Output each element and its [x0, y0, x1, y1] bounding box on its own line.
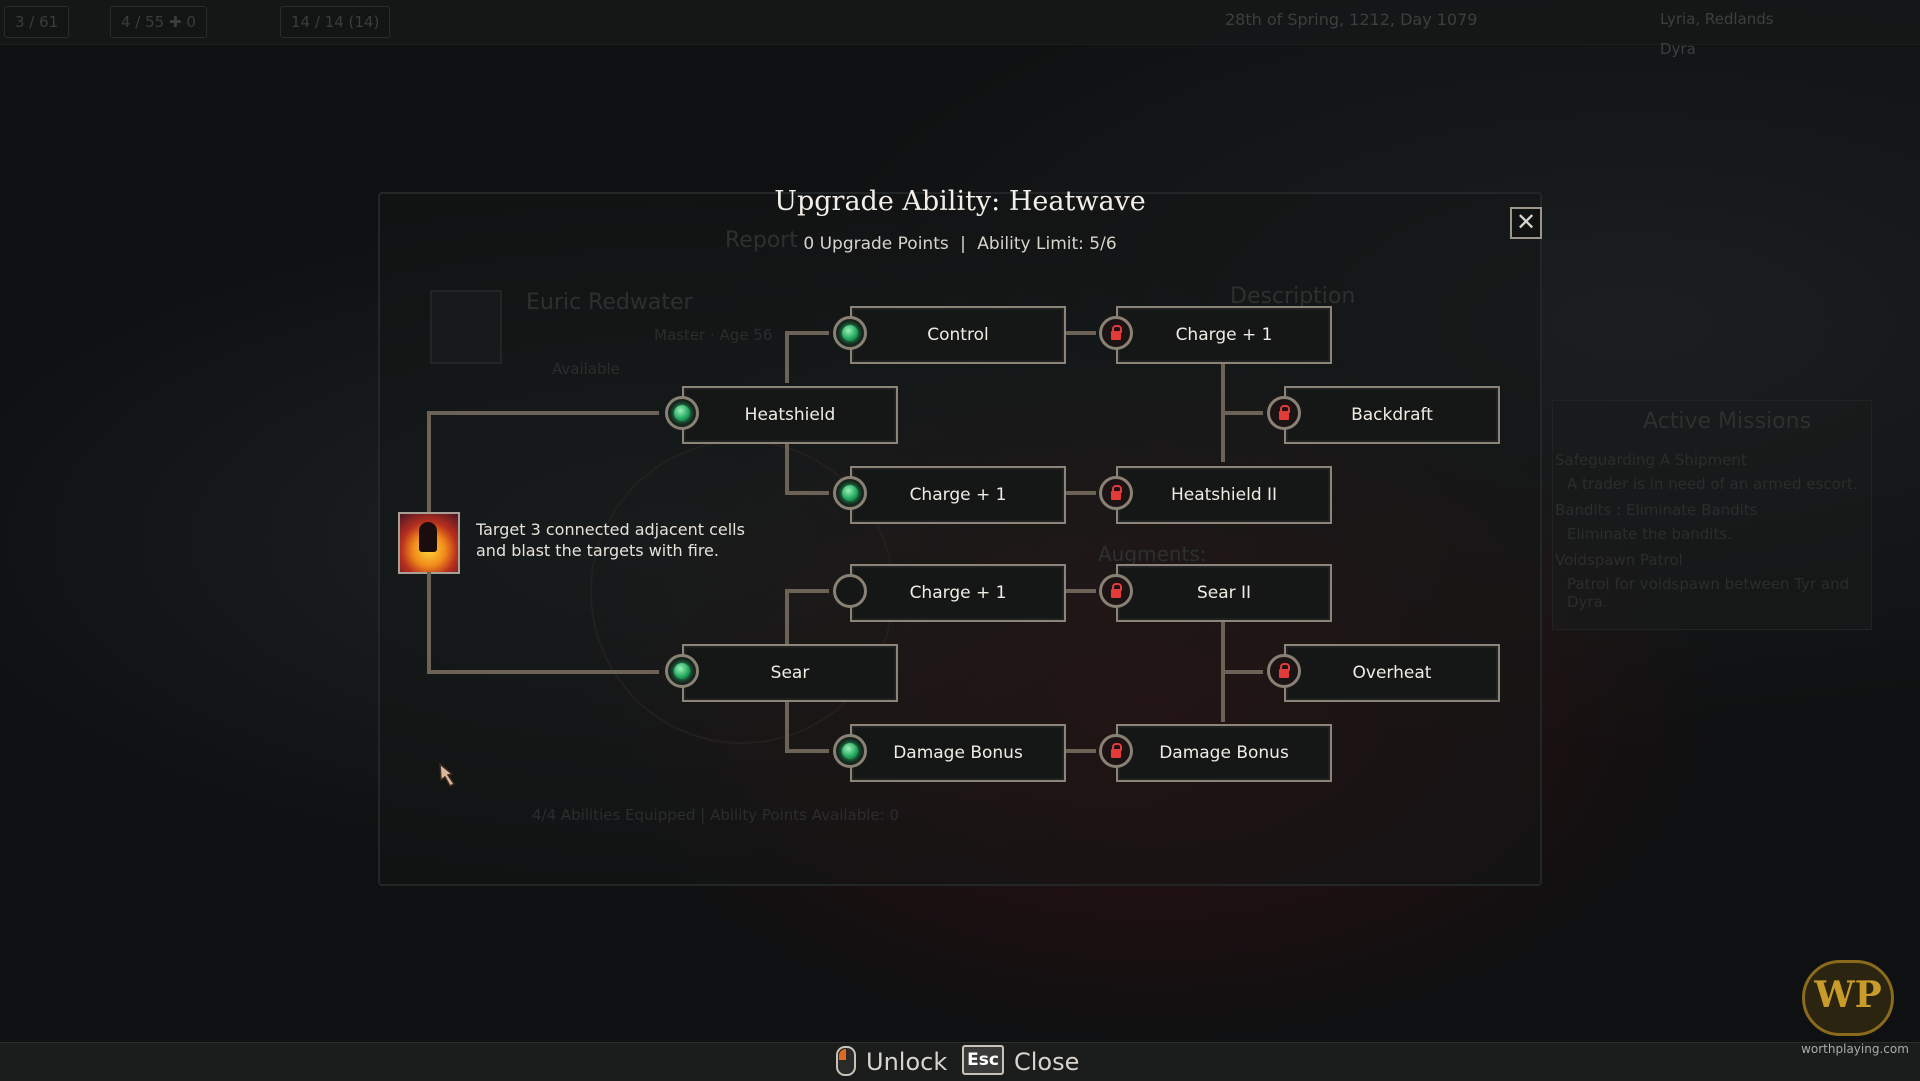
connector	[785, 331, 829, 335]
unlock-hint[interactable]: Unlock	[866, 1048, 948, 1076]
ability-description: Target 3 connected adjacent cells and bl…	[476, 520, 745, 560]
abilities-footer: 4/4 Abilities Equipped | Ability Points …	[532, 806, 900, 824]
description-header: Description	[1230, 284, 1356, 309]
unlocked-orb-icon	[665, 396, 699, 430]
mission-title: Bandits : Eliminate Bandits	[1555, 501, 1758, 519]
connector	[427, 572, 431, 674]
pointer-hand-icon	[439, 762, 456, 787]
mission-desc: A trader is in need of an armed escort.	[1567, 475, 1858, 493]
node-label: Charge + 1	[1175, 325, 1273, 345]
connector	[427, 411, 659, 415]
active-missions-panel: Active Missions Safeguarding A Shipment …	[1552, 400, 1872, 630]
lock-icon	[1099, 574, 1133, 608]
connector	[427, 670, 659, 674]
node-label: Heatshield II	[1170, 485, 1278, 505]
report-tab: Report	[725, 228, 798, 253]
node-label: Sear	[770, 663, 810, 683]
connector	[785, 702, 789, 752]
lock-icon	[1267, 654, 1301, 688]
node-damage-bonus-right[interactable]: Damage Bonus	[1099, 724, 1332, 782]
mission-desc: Eliminate the bandits.	[1567, 525, 1732, 543]
node-charge-plus-1-mid[interactable]: Charge + 1	[833, 564, 1066, 622]
node-label: Charge + 1	[909, 583, 1007, 603]
esc-key-icon: Esc	[962, 1045, 1004, 1075]
mission-title: Safeguarding A Shipment	[1555, 451, 1747, 469]
connector	[1066, 749, 1096, 753]
lock-icon	[1099, 476, 1133, 510]
node-charge-plus-1-top[interactable]: Charge + 1	[833, 466, 1066, 524]
destination: Dyra	[1660, 40, 1696, 58]
node-damage-bonus-left[interactable]: Damage Bonus	[833, 724, 1066, 782]
connector	[785, 491, 829, 495]
lock-icon	[1099, 316, 1133, 350]
calendar-date: 28th of Spring, 1212, Day 1079	[1225, 10, 1478, 29]
unlocked-orb-icon	[833, 476, 867, 510]
active-missions-header: Active Missions	[1643, 409, 1812, 434]
node-label: Damage Bonus	[893, 743, 1023, 763]
character-rank: Master · Age 56	[654, 326, 773, 344]
node-sear-ii[interactable]: Sear II	[1099, 564, 1332, 622]
mouse-left-click-icon	[836, 1046, 856, 1076]
unlocked-orb-icon	[833, 316, 867, 350]
watermark-url: worthplaying.com	[1801, 1042, 1909, 1056]
node-control[interactable]: Control	[833, 306, 1066, 364]
dialog-subtitle: 0 Upgrade Points | Ability Limit: 5/6	[0, 234, 1920, 254]
node-label: Overheat	[1352, 663, 1432, 683]
node-heatshield[interactable]: Heatshield	[665, 386, 898, 444]
connector	[785, 331, 789, 383]
current-location: Lyria, Redlands	[1660, 10, 1774, 28]
connector	[785, 749, 829, 753]
close-x-icon: ✕	[1515, 208, 1537, 236]
upgrade-points: 0 Upgrade Points	[803, 234, 949, 254]
connector	[1066, 331, 1096, 335]
bottom-hint-bar	[0, 1042, 1920, 1081]
connector	[1221, 411, 1263, 415]
resource-chip-3: 14 / 14 (14)	[280, 6, 391, 38]
unlocked-orb-icon	[665, 654, 699, 688]
node-label: Sear II	[1196, 583, 1252, 603]
mission-title: Voidspawn Patrol	[1555, 551, 1683, 569]
node-heatshield-ii[interactable]: Heatshield II	[1099, 466, 1332, 524]
close-button[interactable]: ✕	[1510, 207, 1542, 239]
character-name: Euric Redwater	[526, 290, 693, 315]
node-label: Damage Bonus	[1159, 743, 1289, 763]
node-backdraft[interactable]: Backdraft	[1267, 386, 1500, 444]
empty-orb-icon	[833, 574, 867, 608]
ability-limit: Ability Limit: 5/6	[977, 234, 1117, 254]
node-overheat[interactable]: Overheat	[1267, 644, 1500, 702]
connector	[785, 590, 789, 644]
mission-desc: Patrol for voidspawn between Tyr and Dyr…	[1567, 575, 1850, 611]
node-label: Backdraft	[1351, 405, 1433, 425]
connector	[785, 589, 829, 593]
augments-header: Augments:	[1098, 542, 1207, 566]
node-label: Control	[927, 325, 989, 345]
lock-icon	[1267, 396, 1301, 430]
connector	[1221, 670, 1263, 674]
connector	[427, 412, 431, 512]
resource-chip-1: 3 / 61	[4, 6, 70, 38]
node-label: Heatshield	[744, 405, 836, 425]
subtitle-separator: |	[960, 234, 966, 254]
heatwave-fire-icon	[398, 512, 460, 574]
dialog-title: Upgrade Ability: Heatwave	[774, 186, 1146, 217]
connector	[785, 443, 789, 494]
character-portrait	[430, 290, 502, 364]
unlocked-orb-icon	[833, 734, 867, 768]
top-resource-bar: 3 / 61 4 / 55 ✚ 0 14 / 14 (14) 28th of S…	[0, 0, 1920, 45]
node-charge-plus-1-locked[interactable]: Charge + 1	[1099, 306, 1332, 364]
resource-chip-2: 4 / 55 ✚ 0	[110, 6, 207, 38]
connector	[1066, 491, 1096, 495]
close-hint[interactable]: Close	[1014, 1048, 1080, 1076]
node-label: Charge + 1	[909, 485, 1007, 505]
character-status: Available	[552, 360, 620, 378]
node-sear[interactable]: Sear	[665, 644, 898, 702]
watermark-logo: WP	[1802, 960, 1894, 1036]
lock-icon	[1099, 734, 1133, 768]
connector	[1066, 589, 1096, 593]
